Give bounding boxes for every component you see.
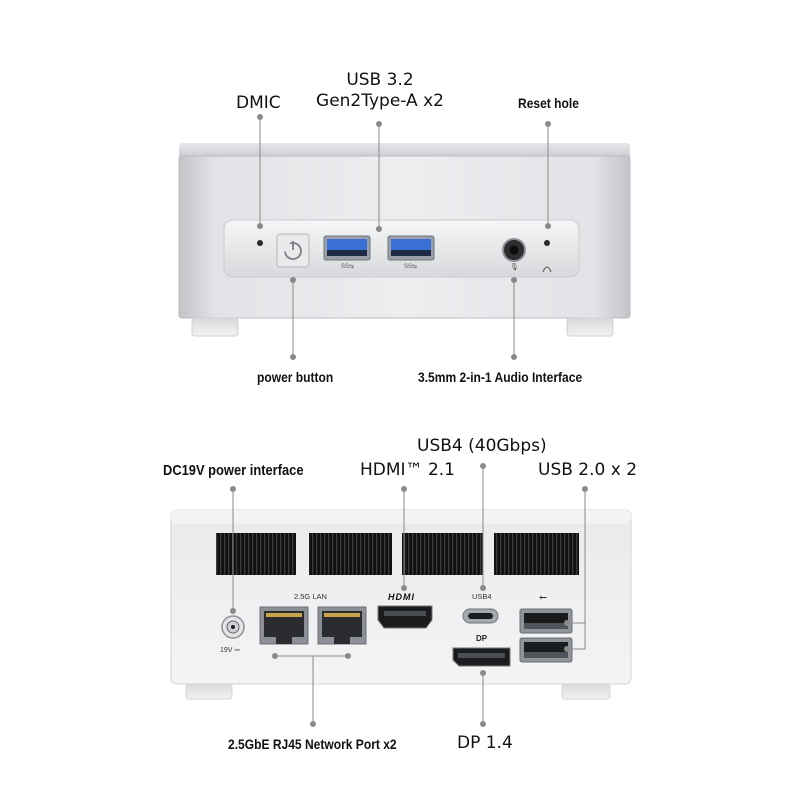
label-dp: DP 1.4 [457,733,513,753]
vent-1 [216,533,296,575]
front-foot-left [191,317,239,337]
hdmi-port-icon [377,605,433,629]
usb32-port-1-icon: SS⇆ [323,235,371,270]
dc-mark: 19V ⎓ [220,647,240,654]
label-dc-power: DC19V power interface [163,462,304,479]
usb4-mark: USB4 [472,592,492,601]
dp-mark: DP [476,634,488,643]
front-device: SS⇆ SS⇆ 🎙 [178,143,631,337]
back-foot-left [185,683,233,700]
svg-text:SS⇆: SS⇆ [404,263,417,270]
reset-hole-icon [544,240,550,246]
label-audio-interface: 3.5mm 2-in-1 Audio Interface [418,369,583,385]
label-reset-hole: Reset hole [518,95,579,111]
svg-text:SS⇆: SS⇆ [341,263,354,270]
hdmi-logo-mark: HDMI [388,592,415,602]
vent-2 [309,533,392,575]
back-device: ⭠ [170,509,632,700]
label-usb32: USB 3.2 Gen2Type-A x2 [300,70,460,112]
dmic-hole-icon [257,240,263,246]
svg-text:🎙: 🎙 [510,263,519,271]
usb32-port-2-icon: SS⇆ [387,235,435,270]
front-foot-right [566,317,614,337]
label-power-button: power button [257,369,334,385]
back-foot-right [561,683,611,700]
vent-3 [402,533,483,575]
vent-4 [494,533,579,575]
rj45-port-2-icon [317,606,367,645]
label-usb32-line1: USB 3.2 [346,70,414,90]
usb20-port-1-icon [519,608,573,634]
label-usb4: USB4 (40Gbps) [417,436,547,456]
label-dmic: DMIC [236,93,281,113]
usb20-logo-icon: ⭠ [539,592,547,603]
label-rj45: 2.5GbE RJ45 Network Port x2 [228,736,397,752]
power-button-icon [276,233,310,268]
label-usb20: USB 2.0 x 2 [538,460,638,480]
label-usb32-line2: Gen2Type-A x2 [316,91,444,111]
back-leader-lines [230,463,588,727]
usb20-port-2-icon [519,637,573,663]
rj45-port-1-icon [259,606,309,645]
lan-mark: 2.5G LAN [294,592,327,601]
label-hdmi: HDMI™ 2.1 [360,460,455,480]
front-leader-lines [257,114,551,360]
